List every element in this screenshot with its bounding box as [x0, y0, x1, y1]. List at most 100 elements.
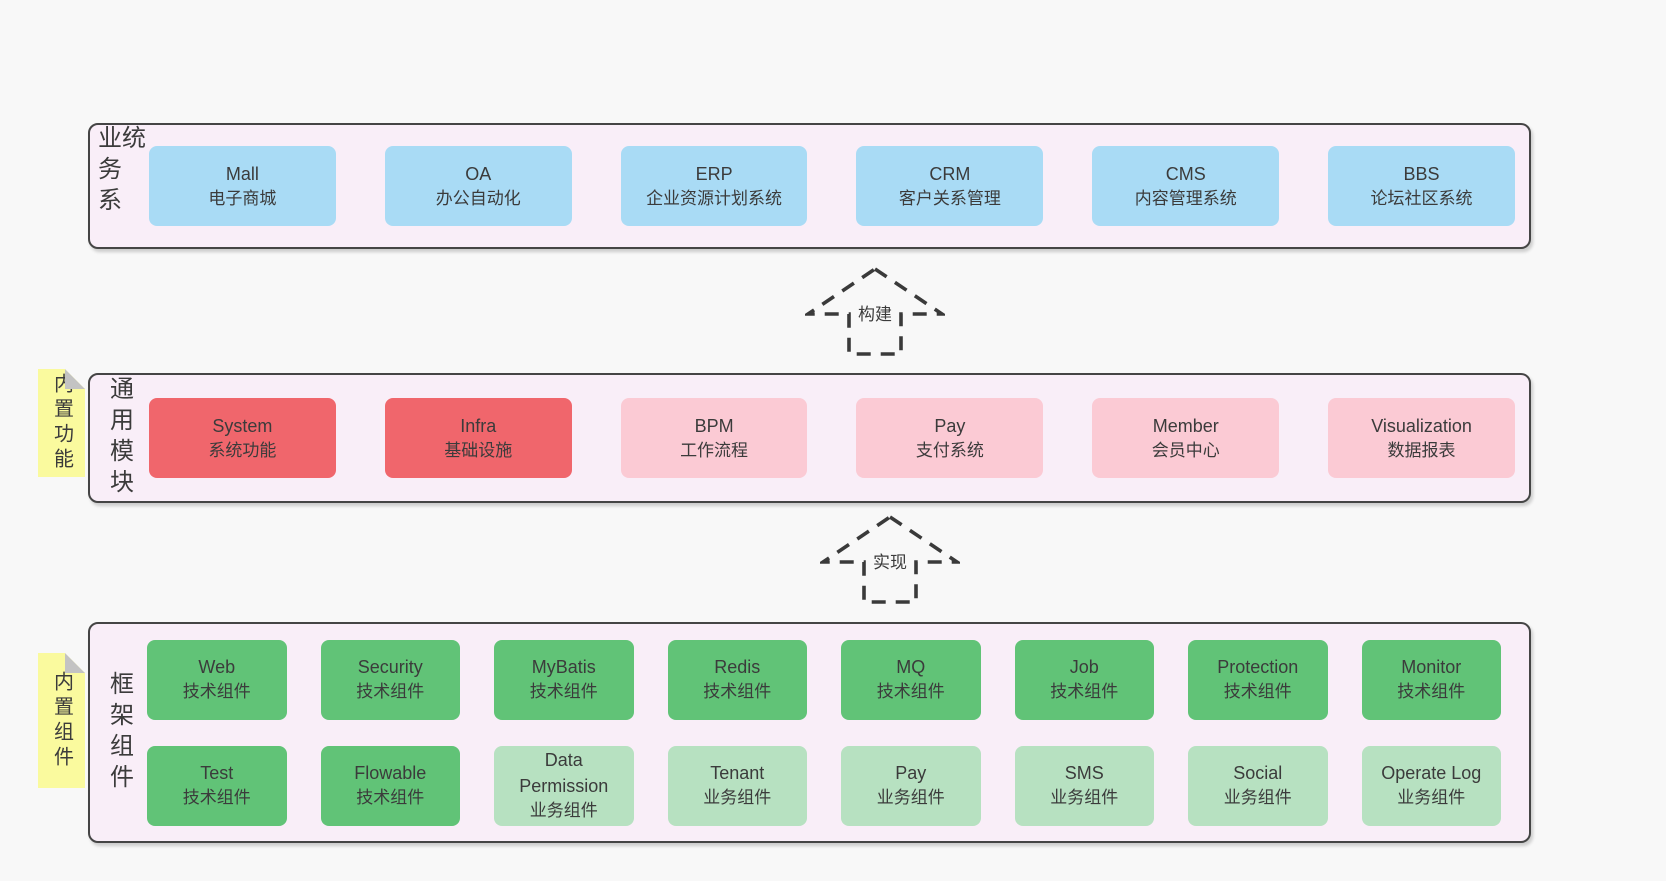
- box-test: Test 技术组件: [147, 745, 287, 826]
- box-flowable: Flowable 技术组件: [320, 745, 460, 826]
- box-subtitle: 业务组件: [529, 801, 598, 821]
- box-title: Job: [1069, 657, 1099, 678]
- box-title: Mall: [225, 163, 259, 184]
- box-title: Pay: [934, 415, 966, 436]
- box-title: OA: [465, 163, 492, 184]
- business-boxes-row: Mall 电子商城 OA 办公自动化 ERP 企业资源计划系统 CRM 客户关系…: [147, 125, 1529, 247]
- box-data-permission: Data Permission 业务组件: [494, 745, 634, 826]
- box-subtitle: 技术组件: [1050, 682, 1119, 702]
- build-arrow-label: 构建: [858, 305, 892, 324]
- box-title: Flowable: [354, 763, 427, 784]
- box-subtitle: 技术组件: [182, 788, 251, 808]
- box-title: Visualization: [1371, 415, 1472, 436]
- box-subtitle: 系统功能: [208, 440, 277, 460]
- box-subtitle: 办公自动化: [435, 188, 521, 208]
- box-title: Redis: [714, 657, 761, 678]
- box-job: Job 技术组件: [1014, 639, 1154, 720]
- box-subtitle: 数据报表: [1387, 440, 1456, 460]
- box-cms: CMS 内容管理系统: [1092, 146, 1280, 226]
- box-subtitle: 技术组件: [529, 682, 598, 702]
- box-monitor: Monitor 技术组件: [1361, 639, 1501, 720]
- box-system: System 系统功能: [149, 398, 336, 478]
- box-title: Tenant: [710, 763, 765, 784]
- box-title: Data Permission: [519, 750, 609, 797]
- box-redis: Redis 技术组件: [667, 639, 807, 720]
- box-sms: SMS 业务组件: [1014, 745, 1154, 826]
- folded-corner-icon: [65, 653, 85, 673]
- box-subtitle: 企业资源计划系统: [646, 188, 783, 208]
- box-subtitle: 技术组件: [182, 682, 251, 702]
- box-web: Web 技术组件: [147, 639, 287, 720]
- box-subtitle: 工作流程: [680, 440, 749, 460]
- box-title: Web: [198, 657, 236, 678]
- box-subtitle: 技术组件: [356, 682, 425, 702]
- folded-corner-icon: [65, 369, 85, 389]
- box-visualization: Visualization 数据报表: [1328, 398, 1515, 478]
- box-social: Social 业务组件: [1188, 745, 1328, 826]
- layer-framework-components: 框架组件 Web 技术组件 Security 技术组件 MyBatis 技术组件…: [88, 622, 1531, 843]
- modules-boxes-row: System 系统功能 Infra 基础设施 BPM 工作流程 Pay 支付系统…: [147, 375, 1529, 501]
- box-bpm: BPM 工作流程: [620, 398, 808, 478]
- box-oa: OA 办公自动化: [384, 146, 572, 226]
- build-arrow: 构建: [805, 266, 945, 358]
- box-pay-system: Pay 支付系统: [856, 398, 1044, 478]
- box-title: Infra: [460, 415, 497, 436]
- box-title: Protection: [1217, 657, 1299, 678]
- sticky-note-built-in-features: 内置功能: [38, 369, 85, 477]
- box-title: CMS: [1165, 163, 1206, 184]
- box-subtitle: 基础设施: [444, 440, 513, 460]
- box-subtitle: 技术组件: [876, 682, 945, 702]
- box-subtitle: 业务组件: [1223, 788, 1292, 808]
- sticky-note-built-in-components: 内置组件: [38, 653, 85, 788]
- box-title: Monitor: [1401, 657, 1462, 678]
- box-title: MQ: [896, 657, 926, 678]
- box-title: MyBatis: [531, 657, 596, 678]
- box-mybatis: MyBatis 技术组件: [494, 639, 634, 720]
- box-subtitle: 业务组件: [876, 788, 945, 808]
- box-subtitle: 业务组件: [703, 788, 772, 808]
- layer-common-modules: 通用模块 System 系统功能 Infra 基础设施 BPM 工作流程 Pay…: [88, 373, 1531, 503]
- box-infra: Infra 基础设施: [384, 398, 572, 478]
- box-bbs: BBS 论坛社区系统: [1328, 146, 1515, 226]
- box-title: System: [212, 415, 273, 436]
- box-subtitle: 内容管理系统: [1134, 188, 1237, 208]
- box-title: Social: [1233, 763, 1283, 784]
- box-operate-log: Operate Log 业务组件: [1361, 745, 1501, 826]
- layer-label-text: 业务系统: [93, 125, 145, 218]
- box-title: BBS: [1403, 163, 1440, 184]
- box-title: SMS: [1064, 763, 1104, 784]
- box-protection: Protection 技术组件: [1188, 639, 1328, 720]
- sticky-note-text: 内置组件: [50, 670, 73, 771]
- box-title: CRM: [929, 163, 971, 184]
- box-member: Member 会员中心: [1092, 398, 1280, 478]
- framework-row-1: Web 技术组件 Security 技术组件 MyBatis 技术组件 Redi…: [147, 639, 1501, 720]
- box-security: Security 技术组件: [320, 639, 460, 720]
- layer-business-systems: 业务系统 Mall 电子商城 OA 办公自动化 ERP 企业资源计划系统 CRM…: [88, 123, 1531, 249]
- framework-row-2: Test 技术组件 Flowable 技术组件 Data Permission …: [147, 745, 1501, 826]
- layer-label-framework-components: 框架组件: [90, 624, 147, 841]
- layer-label-common-modules: 通用模块: [90, 375, 147, 501]
- box-title: Test: [200, 763, 234, 784]
- box-tenant: Tenant 业务组件: [667, 745, 807, 826]
- framework-boxes-grid: Web 技术组件 Security 技术组件 MyBatis 技术组件 Redi…: [147, 624, 1529, 841]
- box-pay-component: Pay 业务组件: [841, 745, 981, 826]
- box-title: Security: [357, 657, 423, 678]
- layer-label-text: 通用模块: [105, 376, 133, 500]
- box-subtitle: 支付系统: [915, 440, 984, 460]
- box-title: BPM: [694, 415, 734, 436]
- implement-arrow: 实现: [820, 514, 960, 606]
- box-title: Operate Log: [1381, 763, 1482, 784]
- box-subtitle: 论坛社区系统: [1370, 188, 1473, 208]
- box-mall: Mall 电子商城: [149, 146, 336, 226]
- box-crm: CRM 客户关系管理: [856, 146, 1044, 226]
- box-subtitle: 客户关系管理: [898, 188, 1001, 208]
- sticky-note-text: 内置功能: [50, 373, 73, 473]
- box-title: Pay: [895, 763, 927, 784]
- implement-arrow-label: 实现: [873, 553, 907, 572]
- box-subtitle: 电子商城: [208, 188, 277, 208]
- box-subtitle: 技术组件: [1223, 682, 1292, 702]
- layer-label-business-systems: 业务系统: [90, 125, 147, 247]
- layer-label-text: 框架组件: [105, 670, 133, 795]
- box-title: ERP: [695, 163, 733, 184]
- box-subtitle: 技术组件: [1397, 682, 1466, 702]
